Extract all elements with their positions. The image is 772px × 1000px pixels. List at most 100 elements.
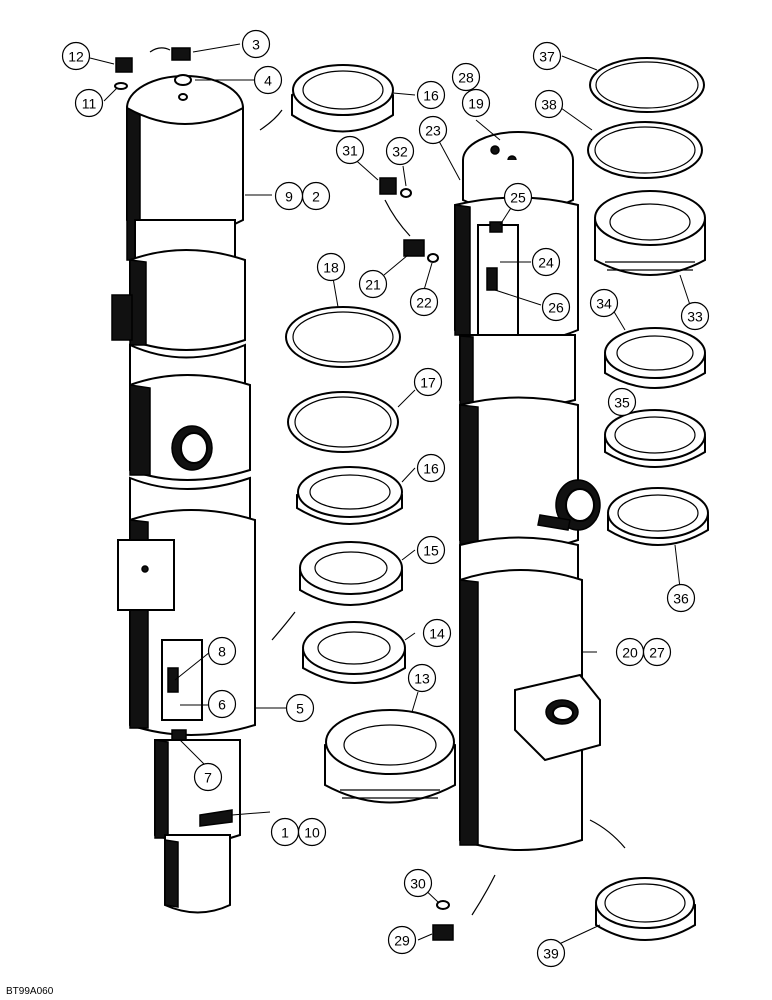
callout-12: 12 <box>61 41 91 71</box>
callout-number: 21 <box>365 277 381 293</box>
callout-number: 33 <box>687 309 703 325</box>
callout-9: 9 <box>274 181 304 211</box>
callout-number: 16 <box>423 88 439 104</box>
callout-circle <box>607 387 637 417</box>
callout-number: 3 <box>252 37 260 53</box>
callout-circle <box>316 252 346 282</box>
callout-29: 29 <box>387 925 417 955</box>
callout-circle <box>422 618 452 648</box>
callout-circle <box>642 637 672 667</box>
callout-circle <box>387 925 417 955</box>
callout-number: 10 <box>304 825 320 841</box>
callout-circle <box>461 88 491 118</box>
callout-number: 25 <box>510 190 526 206</box>
callout-37: 37 <box>532 41 562 71</box>
callout-24: 24 <box>531 247 561 277</box>
callout-22: 22 <box>409 287 439 317</box>
callout-number: 24 <box>538 255 554 271</box>
callout-circle <box>416 453 446 483</box>
callout-circle <box>207 689 237 719</box>
callout-5: 5 <box>285 693 315 723</box>
callout-number: 13 <box>414 671 430 687</box>
callout-number: 26 <box>548 300 564 316</box>
callout-3: 3 <box>241 29 271 59</box>
callout-6: 6 <box>207 689 237 719</box>
callout-number: 39 <box>543 946 559 962</box>
callout-13: 13 <box>407 663 437 693</box>
callout-circle <box>385 136 415 166</box>
callout-8: 8 <box>207 636 237 666</box>
callout-number: 1 <box>281 825 289 841</box>
callout-36: 36 <box>666 583 696 613</box>
figure-reference: BT99A060 <box>6 986 54 997</box>
callout-number: 7 <box>204 770 212 786</box>
callout-circle <box>274 181 304 211</box>
callout-38: 38 <box>534 89 564 119</box>
callout-4: 4 <box>253 65 283 95</box>
callout-circle <box>541 292 571 322</box>
callouts: 1234567891011121314151616171819202122232… <box>61 29 710 968</box>
callout-number: 37 <box>539 49 555 65</box>
callout-number: 5 <box>296 701 304 717</box>
callout-14: 14 <box>422 618 452 648</box>
callout-circle <box>503 182 533 212</box>
callout-circle <box>451 62 481 92</box>
callout-circle <box>409 287 439 317</box>
callout-circle <box>285 693 315 723</box>
callout-circle <box>534 89 564 119</box>
callout-34: 34 <box>589 288 619 318</box>
left-cylinder-assembly <box>111 47 296 914</box>
callout-circle <box>531 247 561 277</box>
callout-23: 23 <box>418 115 448 145</box>
callout-circle <box>61 41 91 71</box>
callout-number: 2 <box>312 189 320 205</box>
callout-7: 7 <box>193 762 223 792</box>
callout-circle <box>418 115 448 145</box>
callout-35: 35 <box>607 387 637 417</box>
callout-number: 6 <box>218 697 226 713</box>
callout-circle <box>416 80 446 110</box>
callout-circle <box>207 636 237 666</box>
callout-15: 15 <box>416 535 446 565</box>
callout-19: 19 <box>461 88 491 118</box>
callout-circle <box>297 817 327 847</box>
callout-21: 21 <box>358 269 388 299</box>
callout-number: 22 <box>416 295 432 311</box>
callout-circle <box>680 301 710 331</box>
callout-circle <box>407 663 437 693</box>
callout-number: 28 <box>458 70 474 86</box>
callout-number: 4 <box>264 73 272 89</box>
callout-circle <box>589 288 619 318</box>
callout-circle <box>666 583 696 613</box>
callout-number: 16 <box>423 461 439 477</box>
callout-number: 32 <box>392 144 408 160</box>
callout-number: 9 <box>285 189 293 205</box>
callout-circle <box>74 88 104 118</box>
callout-26: 26 <box>541 292 571 322</box>
callout-16: 16 <box>416 80 446 110</box>
callout-33: 33 <box>680 301 710 331</box>
callout-28: 28 <box>451 62 481 92</box>
callout-number: 30 <box>410 876 426 892</box>
callout-number: 35 <box>614 395 630 411</box>
callout-10: 10 <box>297 817 327 847</box>
callout-number: 31 <box>342 143 358 159</box>
callout-number: 36 <box>673 591 689 607</box>
callout-number: 34 <box>596 296 612 312</box>
callout-circle <box>358 269 388 299</box>
callout-circle <box>253 65 283 95</box>
callout-number: 11 <box>82 96 97 112</box>
callout-16: 16 <box>416 453 446 483</box>
callout-27: 27 <box>642 637 672 667</box>
callout-number: 29 <box>394 933 410 949</box>
callout-number: 38 <box>541 97 557 113</box>
callout-circle <box>532 41 562 71</box>
callout-number: 14 <box>429 626 445 642</box>
callout-number: 23 <box>425 123 441 139</box>
callout-30: 30 <box>403 868 433 898</box>
callout-11: 11 <box>74 88 104 118</box>
callout-20: 20 <box>615 637 645 667</box>
callout-circle <box>193 762 223 792</box>
callout-number: 19 <box>468 96 484 112</box>
